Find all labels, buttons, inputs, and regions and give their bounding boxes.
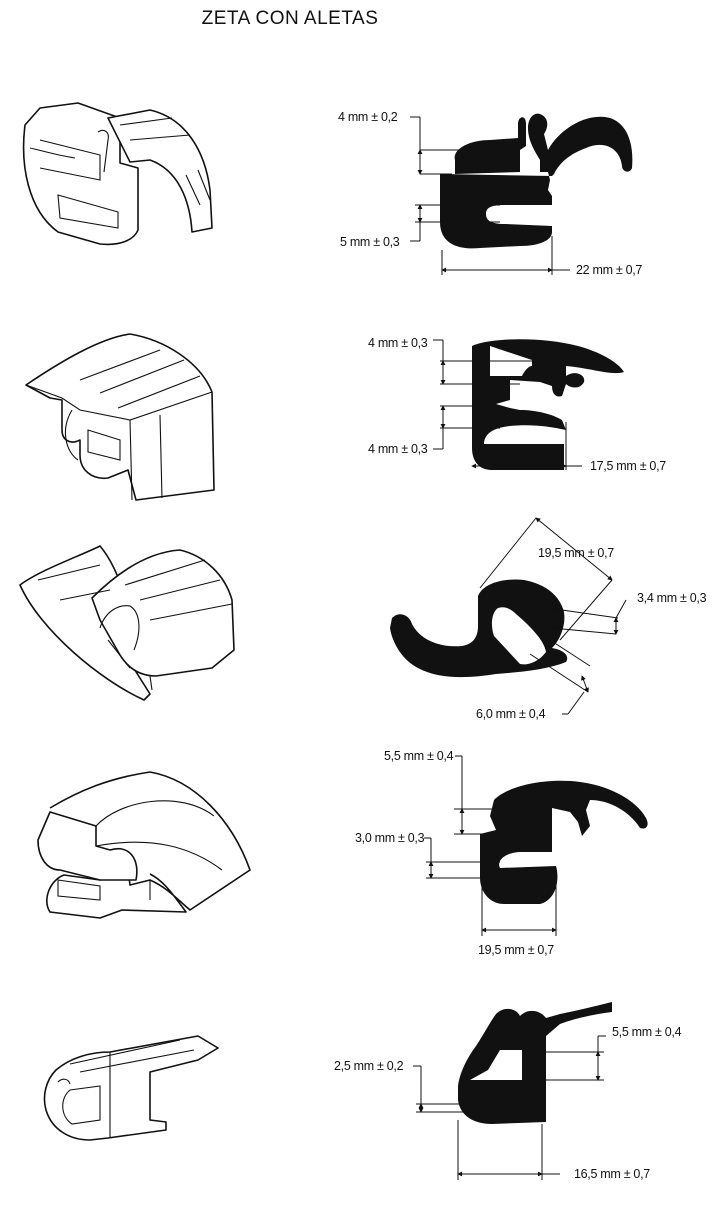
dim-label: 3,0 mm ± 0,3 (355, 831, 425, 845)
dim-label: 17,5 mm ± 0,7 (590, 459, 666, 473)
section-view-1: 4 mm ± 0,2 5 mm ± 0,3 22 mm ± 0,7 (338, 110, 643, 277)
page-title: ZETA CON ALETAS (201, 8, 379, 29)
dim-label: 2,5 mm ± 0,2 (334, 1059, 404, 1073)
dim-label: 4 mm ± 0,2 (338, 110, 398, 124)
profile-5: 5,5 mm ± 0,4 2,5 mm ± 0,2 16,5 mm ± 0,7 (43, 1002, 682, 1181)
dim-label: 5,5 mm ± 0,4 (384, 749, 454, 763)
dim-label: 19,5 mm ± 0,7 (538, 546, 614, 560)
dim-label: 4 mm ± 0,3 (368, 336, 428, 350)
iso-view-2 (25, 333, 215, 501)
dim-label: 3,4 mm ± 0,3 (637, 591, 707, 605)
dim-label: 16,5 mm ± 0,7 (574, 1167, 650, 1181)
iso-view-5 (43, 1035, 219, 1141)
section-view-3: 19,5 mm ± 0,7 3,4 mm ± 0,3 6,0 mm ± 0,4 (390, 517, 707, 721)
section-view-2: 4 mm ± 0,3 4 mm ± 0,3 17,5 mm ± 0,7 (368, 336, 667, 473)
iso-view-4 (37, 771, 251, 919)
dim-label: 19,5 mm ± 0,7 (478, 943, 554, 957)
profile-2: 4 mm ± 0,3 4 mm ± 0,3 17,5 mm ± 0,7 (25, 333, 667, 501)
dim-label: 22 mm ± 0,7 (576, 263, 642, 277)
iso-view-1 (22, 102, 213, 246)
section-view-4: 5,5 mm ± 0,4 3,0 mm ± 0,3 19,5 mm ± 0,7 (355, 749, 648, 957)
profile-4: 5,5 mm ± 0,4 3,0 mm ± 0,3 19,5 mm ± 0,7 (37, 749, 648, 957)
profile-1: 4 mm ± 0,2 5 mm ± 0,3 22 mm ± 0,7 (22, 102, 643, 277)
dim-label: 5 mm ± 0,3 (340, 235, 400, 249)
iso-view-3 (19, 545, 235, 701)
profile-3: 19,5 mm ± 0,7 3,4 mm ± 0,3 6,0 mm ± 0,4 (19, 517, 707, 721)
dim-label: 6,0 mm ± 0,4 (476, 707, 546, 721)
dim-label: 4 mm ± 0,3 (368, 442, 428, 456)
section-view-5: 5,5 mm ± 0,4 2,5 mm ± 0,2 16,5 mm ± 0,7 (334, 1002, 682, 1181)
dim-label: 5,5 mm ± 0,4 (612, 1025, 682, 1039)
